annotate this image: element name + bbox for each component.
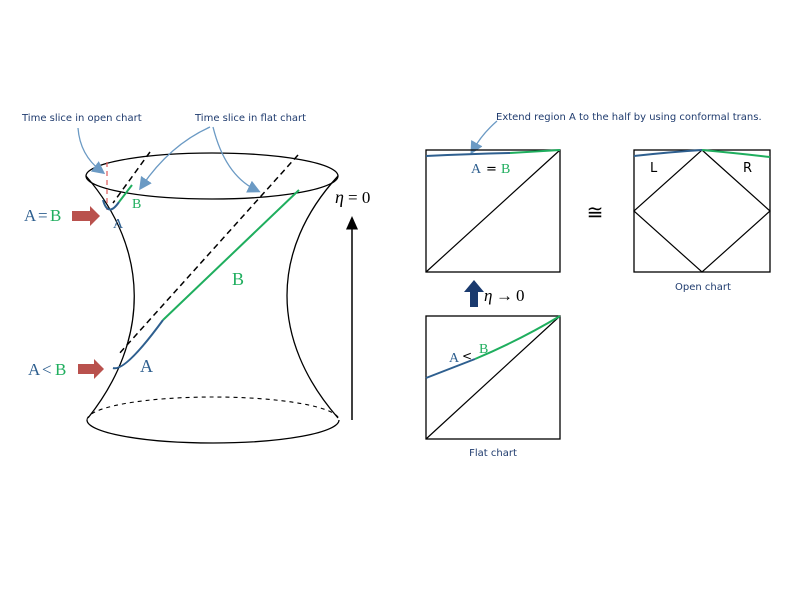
eta-zero-label: η = 0 — [335, 187, 370, 207]
flat-bottom-label-A: A — [449, 351, 460, 366]
flat-chart-top-green — [509, 149, 561, 154]
callout-flat-chart: Time slice in flat chart — [194, 113, 306, 124]
eta-equals-zero: = 0 — [348, 188, 370, 207]
callout-extend-region: Extend region A to the half by using con… — [496, 112, 762, 123]
lt-label-op: < — [42, 360, 52, 379]
callout-flat-chart-arrow-1 — [139, 126, 211, 191]
open-chart-diamond — [633, 149, 771, 273]
hyperboloid-top-rim — [85, 152, 339, 200]
flat-chart-bottom — [425, 315, 561, 440]
flat-chart-caption: Flat chart — [469, 448, 517, 459]
lt-label-A: A — [28, 360, 41, 379]
top-small-green-curve — [118, 184, 133, 203]
lt-label: A < B — [28, 360, 66, 379]
flat-chart-bottom-green — [474, 315, 561, 360]
open-chart — [633, 149, 771, 273]
flat-chart-top-label: A = B — [471, 162, 510, 177]
callout-extend-region-arrow — [470, 120, 498, 155]
open-chart-caption: Open chart — [675, 282, 731, 293]
lt-label-B: B — [55, 360, 66, 379]
flat-chart-bottom-blue — [425, 358, 476, 379]
limit-label: η → 0 — [484, 286, 525, 305]
flat-chart-bottom-diagonal — [425, 315, 561, 440]
flat-top-label-A: A — [471, 162, 482, 177]
congruent-symbol: ≅ — [587, 202, 604, 224]
flat-top-label-op: = — [486, 162, 497, 177]
top-label-B: B — [132, 197, 141, 212]
flat-chart-top-frame — [425, 149, 561, 273]
open-chart-label-R: R — [743, 161, 752, 176]
big-blue-curve — [112, 319, 164, 370]
top-label-A: A — [113, 217, 124, 232]
open-chart-label-L: L — [650, 161, 658, 176]
top-small-blue-curve — [102, 199, 120, 211]
limit-value: 0 — [516, 286, 525, 305]
big-label-B: B — [232, 269, 244, 289]
open-chart-green — [701, 149, 771, 158]
hyperboloid-bottom-rim-back — [86, 396, 340, 421]
big-label-A: A — [140, 356, 153, 376]
hyperboloid-bottom-rim-front — [86, 419, 340, 444]
eq-label-B: B — [50, 206, 61, 225]
open-chart-blue — [633, 149, 703, 157]
lt-red-arrow — [78, 359, 104, 379]
callout-open-chart: Time slice in open chart — [21, 113, 142, 124]
eq-label: A = B — [24, 206, 61, 225]
eq-red-arrow — [72, 206, 100, 226]
callout-open-chart-arrow — [77, 127, 106, 175]
eq-label-op: = — [38, 206, 48, 225]
eta-symbol: η — [335, 187, 344, 207]
hyperboloid-figure — [72, 151, 358, 444]
flat-chart-top-blue — [425, 152, 511, 157]
limit-eta: η — [484, 286, 492, 305]
flat-bottom-label-B: B — [479, 342, 488, 357]
flat-chart-top-diagonal — [425, 149, 561, 273]
flat-chart-top — [425, 149, 561, 273]
flat-bottom-label-op: < — [462, 349, 472, 363]
limit-arrow-symbol: → — [496, 286, 513, 305]
eq-label-A: A — [24, 206, 37, 225]
dashed-line-short — [112, 151, 151, 204]
limit-up-arrow — [464, 280, 484, 307]
hyperboloid-left-side — [85, 175, 135, 419]
dashed-line-long — [117, 154, 299, 356]
big-green-curve — [162, 189, 300, 321]
flat-top-label-B: B — [501, 162, 510, 177]
hyperboloid-right-side — [286, 175, 339, 419]
flat-chart-bottom-label: A < B — [449, 342, 488, 366]
callout-flat-chart-arrow-2 — [212, 126, 261, 193]
